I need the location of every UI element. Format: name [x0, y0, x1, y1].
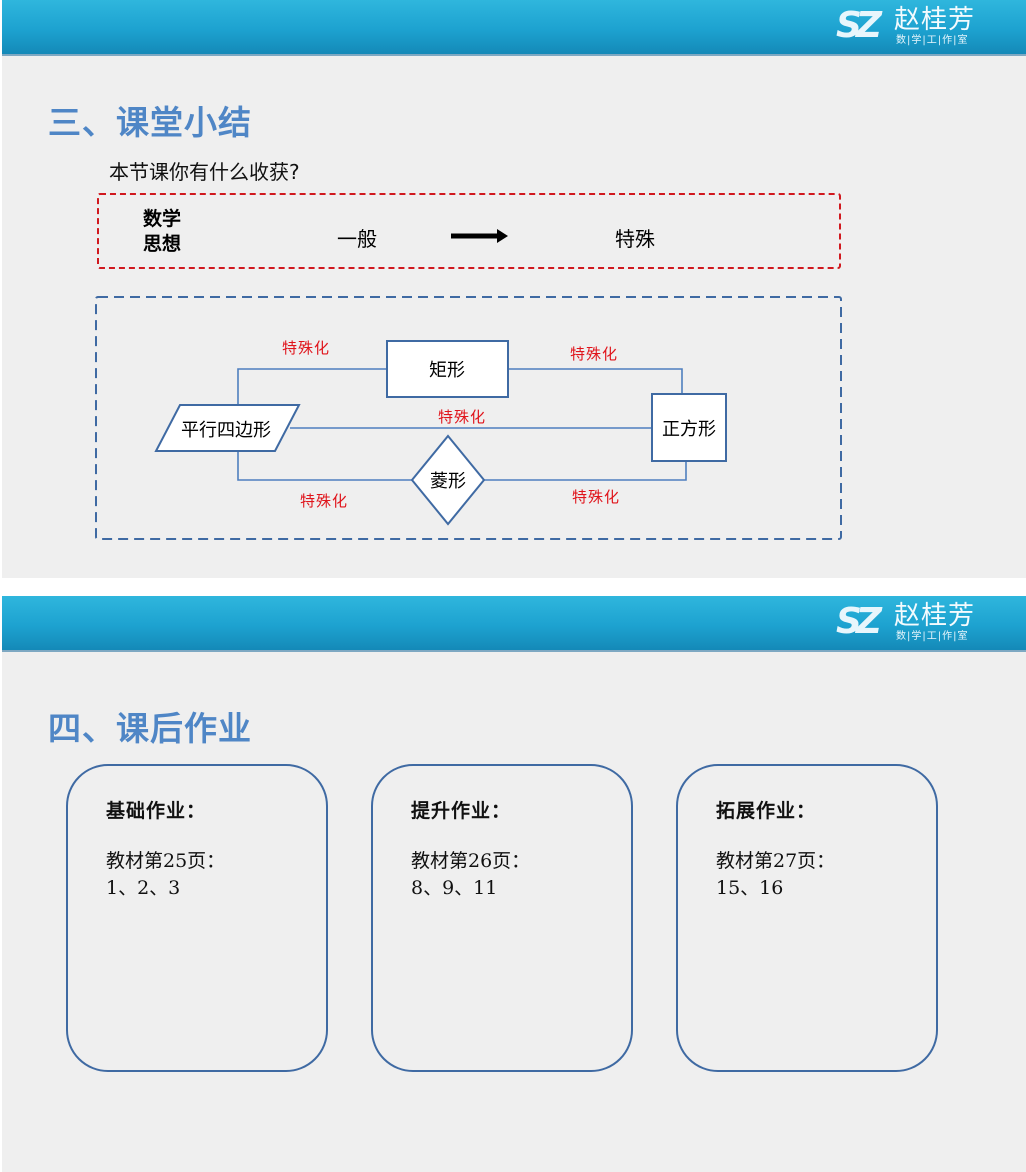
- right-arrow-icon: [451, 229, 508, 243]
- general-text: 一般: [337, 227, 377, 251]
- slide-homework: SZ 赵桂芳 数|学|工|作|室 四、课后作业 基础作业： 教材第25页： 1、…: [2, 596, 1026, 1172]
- edge-parallelogram-rectangle: [237, 368, 386, 407]
- special-text: 特殊: [615, 227, 655, 251]
- math-thinking-label-line1: 数学: [143, 208, 182, 230]
- slide-class-summary: SZ 赵桂芳 数|学|工|作|室 三、课堂小结 本节课你有什么收获? 数学 思想…: [2, 0, 1026, 578]
- edge-label-specialize: 特殊化: [282, 339, 330, 357]
- square-label: 正方形: [662, 419, 716, 440]
- math-thinking-label-line2: 思想: [143, 233, 182, 255]
- slide-header: SZ 赵桂芳 数|学|工|作|室: [2, 0, 1026, 56]
- edge-rectangle-square: [508, 368, 683, 394]
- logo-mark: SZ: [836, 5, 882, 46]
- homework-card-title: 拓展作业：: [716, 800, 817, 822]
- logo-name: 赵桂芳: [894, 5, 976, 35]
- rhombus-label: 菱形: [430, 471, 466, 492]
- math-thinking-label: 数学 思想: [143, 207, 181, 257]
- logo-subtitle: 数|学|工|作|室: [896, 35, 969, 46]
- rectangle-label: 矩形: [429, 360, 465, 381]
- section-title: 三、课堂小结: [48, 103, 252, 142]
- math-thinking-box: 数学 思想 一般 特殊: [97, 193, 841, 269]
- homework-card-text: 教材第25页： 1、2、3: [106, 850, 226, 899]
- edge-parallelogram-rhombus: [237, 451, 412, 481]
- slide-separator: [0, 578, 1026, 596]
- edge-label-specialize: 特殊化: [438, 408, 486, 426]
- parallelogram-node: [154, 404, 301, 452]
- rhombus-node: [410, 434, 486, 526]
- studio-logo: SZ 赵桂芳 数|学|工|作|室: [836, 600, 996, 646]
- homework-card-basic: 基础作业： 教材第25页： 1、2、3: [66, 764, 328, 1072]
- logo-name: 赵桂芳: [894, 601, 976, 631]
- homework-card-text: 教材第27页： 15、16: [716, 850, 836, 899]
- square-node: [651, 393, 727, 462]
- diagram-frame: [95, 296, 842, 540]
- homework-card-text: 教材第26页： 8、9、11: [411, 850, 531, 899]
- logo-subtitle: 数|学|工|作|室: [896, 631, 969, 642]
- logo-mark: SZ: [836, 601, 882, 642]
- quadrilateral-relation-diagram: 平行四边形 矩形 正方形 菱形 特殊化 特殊化 特殊化 特殊化 特殊化: [95, 296, 842, 540]
- homework-card-extension: 拓展作业： 教材第27页： 15、16: [676, 764, 938, 1072]
- homework-card-advanced: 提升作业： 教材第26页： 8、9、11: [371, 764, 633, 1072]
- homework-card-title: 基础作业：: [106, 800, 207, 822]
- edge-label-specialize: 特殊化: [572, 488, 620, 506]
- studio-logo: SZ 赵桂芳 数|学|工|作|室: [836, 4, 996, 50]
- slide-header: SZ 赵桂芳 数|学|工|作|室: [2, 596, 1026, 652]
- edge-label-specialize: 特殊化: [300, 492, 348, 510]
- question-text: 本节课你有什么收获?: [109, 160, 300, 184]
- parallelogram-label: 平行四边形: [181, 420, 271, 441]
- homework-card-title: 提升作业：: [411, 800, 512, 822]
- section-title: 四、课后作业: [48, 709, 252, 748]
- edge-rhombus-square: [484, 462, 687, 481]
- edge-label-specialize: 特殊化: [570, 345, 618, 363]
- diagram-connectors: [237, 368, 687, 481]
- rectangle-node: [386, 340, 509, 398]
